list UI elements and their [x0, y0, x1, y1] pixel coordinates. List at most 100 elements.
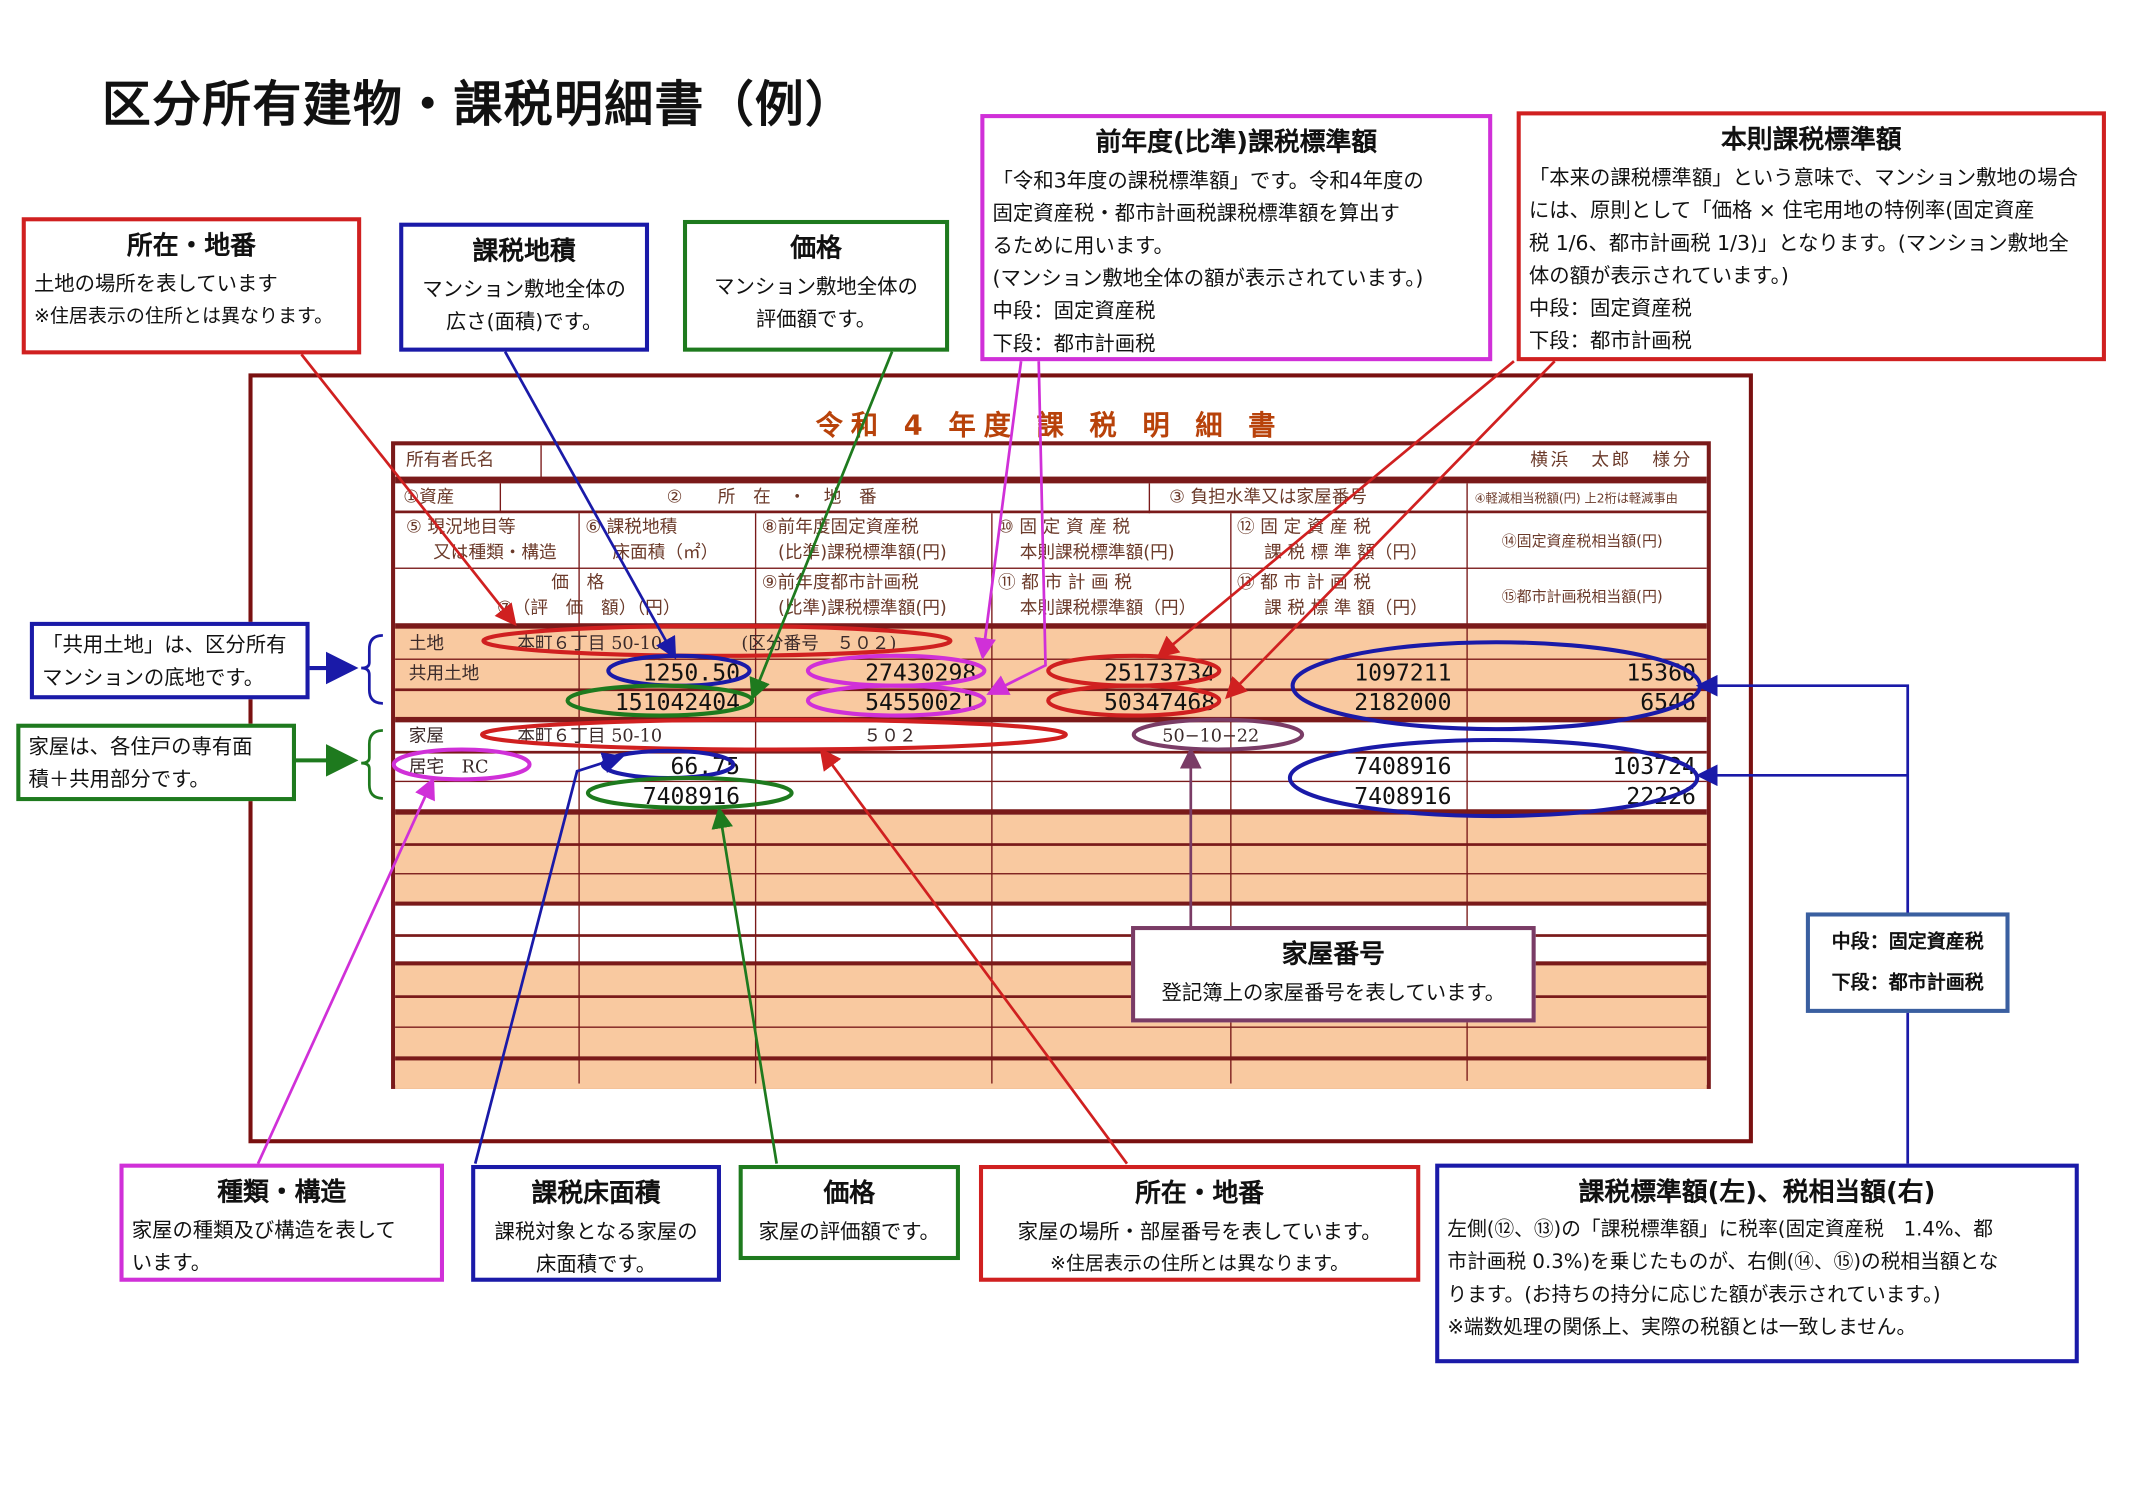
callout-taxable-area: 課税地積 マンション敷地全体の 広さ(面積)です。	[399, 222, 650, 352]
callout-tax-base: 課税標準額(左)、税相当額(右) 左側(⑫、⑬)の「課税標準額」に税率(固定資産…	[1435, 1163, 2079, 1364]
header-reduction: ④軽減相当税額(円) 上2桁は軽減事由	[1474, 492, 1678, 507]
callout-building: 家屋は、各住戸の専有面 積＋共用部分です。	[16, 723, 297, 802]
header-prev-fixed: ⑧前年度固定資産税	[761, 517, 919, 538]
page-title: 区分所有建物・課税明細書（例）	[101, 77, 856, 134]
header-burden-level: ③ 負担水準又は家屋番号	[1169, 487, 1368, 508]
header-prev-fixed-sub: (比準)課税標準額(円)	[778, 543, 947, 564]
callout-heading: 課税床面積	[531, 1178, 661, 1209]
land-tax-city: 6546	[1640, 689, 1696, 717]
house-asset: 家屋	[408, 726, 445, 747]
divider	[395, 716, 1707, 723]
callout-text: ※住居表示の住所とは異なります。	[33, 305, 334, 328]
header-location: ② 所 在 ・ 地 番	[666, 487, 877, 508]
callout-heading: 課税標準額(左)、税相当額(右)	[1578, 1177, 1936, 1208]
owner-name: 横浜 太郎 様分	[1530, 450, 1694, 472]
divider	[754, 513, 757, 1084]
callout-text: います。	[131, 1250, 212, 1275]
header-prev-city: ⑨前年度都市計画税	[761, 572, 919, 594]
callout-text: 家屋の場所・部屋番号を表しています。	[1017, 1219, 1382, 1244]
header-tax-fixed: ⑭固定資産税相当額(円)	[1501, 532, 1663, 550]
callout-heading: 所在・地番	[126, 230, 256, 261]
callout-text: マンションの底地です。	[42, 665, 265, 690]
header-principle-city: ⑪ 都 市 計 画 税	[997, 572, 1132, 594]
callout-text: 税 1/6、都市計画税 1/3)」となります。(マンション敷地全	[1528, 230, 2069, 256]
land-base-fixed: 1097211	[1354, 659, 1452, 688]
land-price: 151042404	[614, 689, 741, 717]
callout-heading: 家屋番号	[1281, 939, 1385, 970]
land-base-city: 2182000	[1354, 689, 1452, 717]
callout-text: 課税対象となる家屋の	[494, 1219, 698, 1244]
callout-mid-low: 中段：固定資産税 下段：都市計画税	[1805, 912, 2010, 1013]
callout-text: マンション敷地全体の	[714, 274, 918, 299]
callout-house-number: 家屋番号 登記簿上の家屋番号を表しています。	[1131, 926, 1536, 1023]
land-type: 共用土地	[408, 663, 480, 685]
callout-text: 下段：都市計画税	[1528, 328, 1692, 354]
divider	[1148, 483, 1151, 514]
header-tax-city: ⑮都市計画税相当額(円)	[1501, 587, 1663, 606]
land-asset: 土地	[408, 634, 445, 655]
callout-text: 家屋の種類及び構造を表して	[131, 1217, 396, 1243]
callout-text: 評価額です。	[755, 306, 877, 332]
blank-rows-fill	[395, 814, 1707, 905]
divider	[395, 873, 1707, 875]
divider	[395, 476, 1707, 484]
house-base-city: 7408916	[1354, 783, 1452, 811]
divider	[540, 445, 542, 478]
callout-heading: 価格	[823, 1178, 876, 1209]
callout-principle-base: 本則課税標準額 「本来の課税標準額」という意味で、マンション敷地の場合 には、原…	[1516, 111, 2106, 362]
callout-floor-area: 課税床面積 課税対象となる家屋の 床面積です。	[471, 1164, 721, 1282]
callout-text: 広さ(面積)です。	[445, 309, 603, 335]
divider	[991, 513, 993, 1084]
header-principle-fixed-sub: 本則課税標準額(円)	[1019, 543, 1175, 564]
callout-text: 固定資産税・都市計画税課税標準額を算出す	[992, 200, 1400, 226]
divider	[395, 780, 1707, 783]
header-base-fixed: ⑫ 固 定 資 産 税	[1236, 517, 1371, 538]
callout-text: には、原則として「価格 × 住宅用地の特例率(固定資産	[1528, 198, 2035, 223]
callout-house-location: 所在・地番 家屋の場所・部屋番号を表しています。 ※住居表示の住所とは異なります…	[978, 1164, 1421, 1282]
house-area: 66.75	[670, 753, 741, 781]
land-principle-city: 50347468	[1104, 689, 1216, 717]
callout-heading: 課税地積	[472, 236, 576, 267]
callout-text: ります。(お持ちの持分に応じた額が表示されています。)	[1447, 1284, 1941, 1307]
callout-text: 家屋の評価額です。	[758, 1219, 940, 1244]
callout-text: 中段：固定資産税	[1528, 296, 1692, 321]
divider	[499, 483, 502, 511]
divider	[1230, 513, 1232, 1084]
statement-title: 令和 4 年度 課 税 明 細 書	[815, 408, 1284, 442]
callout-heading: 価格	[790, 233, 842, 264]
divider	[395, 658, 1707, 660]
divider	[395, 1026, 1707, 1028]
callout-text: るために用います。	[992, 233, 1174, 258]
divider	[395, 901, 1707, 906]
divider	[395, 843, 1707, 846]
callout-text: マンション敷地全体の	[422, 276, 626, 302]
divider	[395, 623, 1707, 629]
callout-text: 中段：固定資産税	[992, 298, 1156, 324]
house-tax-city: 22226	[1626, 783, 1696, 811]
house-price: 7408916	[642, 783, 741, 811]
callout-text: 体の額が表示されています。)	[1528, 263, 1789, 288]
land-prev-fixed: 27430298	[865, 659, 977, 688]
callout-previous-year-base: 前年度(比準)課税標準額 「令和3年度の課税標準額」です。令和4年度の 固定資産…	[980, 114, 1493, 362]
header-prev-city-sub: (比準)課税標準額(円)	[778, 598, 947, 620]
callout-heading: 前年度(比準)課税標準額	[1095, 127, 1378, 158]
callout-text: (マンション敷地全体の額が表示されています。)	[992, 266, 1424, 291]
callout-text: 左側(⑫、⑬)の「課税標準額」に税率(固定資産税 1.4%、都	[1447, 1219, 1993, 1242]
divider	[395, 809, 1707, 815]
callout-land-price: 価格 マンション敷地全体の 評価額です。	[682, 219, 950, 352]
callout-land-location: 所在・地番 土地の場所を表しています ※住居表示の住所とは異なります。	[21, 217, 362, 355]
header-principle-city-sub: 本則課税標準額（円）	[1019, 598, 1197, 620]
header-area: ⑥ 課税地積	[585, 517, 678, 538]
callout-heading: 本則課税標準額	[1720, 124, 1902, 155]
owner-label: 所有者氏名	[405, 450, 495, 472]
header-price: 価 格	[551, 572, 605, 594]
land-prev-city: 54550021	[865, 689, 977, 717]
header-asset: ①資産	[403, 487, 455, 508]
divider	[395, 1056, 1707, 1061]
house-tax-fixed: 103724	[1612, 753, 1696, 781]
callout-text: 市計画税 0.3%)を乗じたものが、右側(⑭、⑮)の税相当額とな	[1447, 1251, 1999, 1274]
callout-text: ※端数処理の関係上、実際の税額とは一致しません。	[1447, 1317, 1917, 1339]
land-principle-fixed: 25173734	[1104, 659, 1216, 688]
callout-text: 「共用土地」は、区分所有	[42, 632, 287, 658]
header-price-sub: ⑦（評 価 額）（円）	[496, 598, 681, 620]
